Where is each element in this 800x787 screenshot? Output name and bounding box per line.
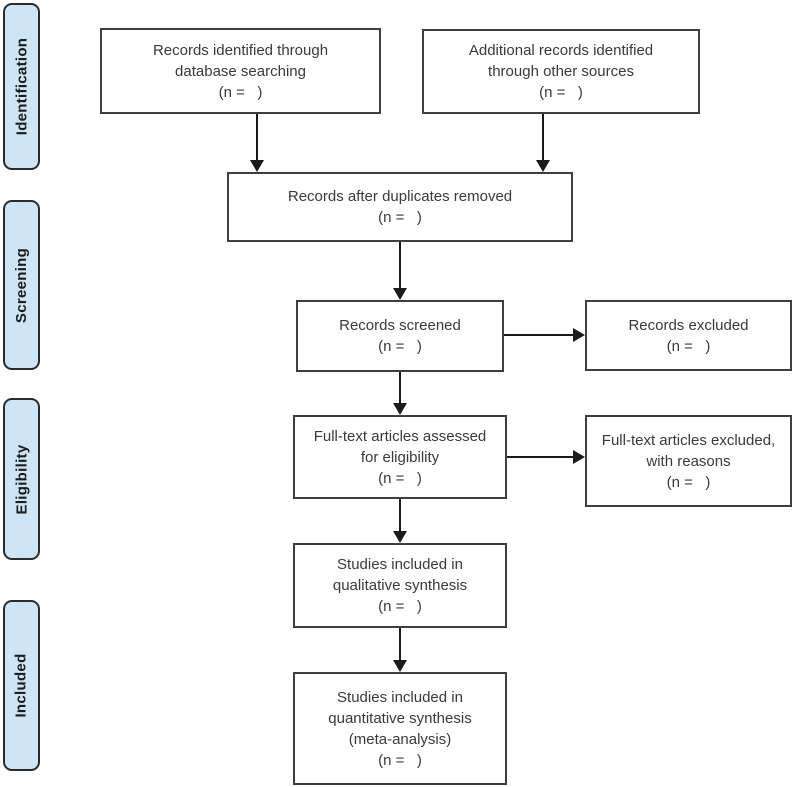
box-text-line: Full-text articles excluded, — [601, 431, 776, 449]
arrow-line-fulltext-to-qualitative — [399, 499, 401, 532]
box-count: (n = ) — [666, 337, 711, 355]
arrow-line-screened-to-excluded — [504, 334, 574, 336]
arrow-head-db-to-duplicates — [250, 160, 264, 172]
box-count: (n = ) — [666, 473, 711, 491]
box-qualitative-synthesis: Studies included in qualitative synthesi… — [293, 543, 507, 628]
stage-included: Included — [3, 600, 40, 771]
box-count: (n = ) — [539, 84, 583, 101]
box-text-line: Records identified through — [152, 41, 329, 59]
box-text-line: (meta-analysis) — [348, 730, 452, 748]
arrow-head-fulltext-to-ftexcluded — [573, 450, 585, 464]
box-quantitative-synthesis: Studies included in quantitative synthes… — [293, 672, 507, 785]
box-additional-records-other-sources: Additional records identified through ot… — [422, 29, 700, 114]
box-records-screened: Records screened (n = ) — [296, 300, 504, 372]
box-count: (n = ) — [218, 83, 263, 101]
box-text-line: with reasons — [646, 452, 731, 470]
stage-included-label: Included — [13, 653, 31, 718]
box-text-line: for eligibility — [360, 448, 440, 466]
arrow-head-screened-to-fulltext — [393, 403, 407, 415]
box-text-line: Records screened — [339, 317, 461, 334]
box-count: (n = ) — [378, 751, 422, 769]
box-records-identified-database: Records identified through database sear… — [100, 28, 381, 114]
arrow-line-db-to-duplicates — [256, 114, 258, 161]
box-text-line: Full-text articles assessed — [313, 427, 487, 445]
box-text-line: Studies included in — [337, 556, 463, 573]
stage-eligibility: Eligibility — [3, 398, 40, 560]
box-text-line: qualitative synthesis — [332, 577, 468, 594]
box-fulltext-excluded: Full-text articles excluded, with reason… — [585, 415, 792, 507]
arrow-head-screened-to-excluded — [573, 328, 585, 342]
arrow-head-fulltext-to-qualitative — [393, 531, 407, 543]
box-text-line: quantitative synthesis — [328, 709, 472, 727]
stage-screening: Screening — [3, 200, 40, 370]
stage-identification-label: Identification — [13, 37, 31, 136]
box-text-line: Records excluded — [628, 316, 749, 334]
box-records-excluded: Records excluded (n = ) — [585, 300, 792, 371]
stage-eligibility-label: Eligibility — [13, 444, 31, 514]
arrow-line-qualitative-to-quantitative — [399, 628, 401, 661]
arrow-line-other-to-duplicates — [542, 114, 544, 161]
arrow-line-fulltext-to-ftexcluded — [507, 456, 574, 458]
stage-identification: Identification — [3, 3, 40, 170]
arrow-line-duplicates-to-screened — [399, 242, 401, 289]
box-text-line: Records after duplicates removed — [287, 188, 513, 205]
box-count: (n = ) — [378, 469, 422, 487]
arrow-head-qualitative-to-quantitative — [393, 660, 407, 672]
box-text-line: through other sources — [488, 63, 634, 80]
stage-screening-label: Screening — [13, 247, 31, 323]
box-text-line: Additional records identified — [468, 42, 654, 59]
arrow-head-duplicates-to-screened — [393, 288, 407, 300]
arrow-head-other-to-duplicates — [536, 160, 550, 172]
box-text-line: database searching — [175, 62, 306, 80]
box-count: (n = ) — [378, 338, 422, 355]
box-fulltext-assessed: Full-text articles assessed for eligibil… — [293, 415, 507, 499]
box-count: (n = ) — [378, 598, 422, 615]
box-records-after-duplicates-removed: Records after duplicates removed (n = ) — [227, 172, 573, 242]
arrow-line-screened-to-fulltext — [399, 372, 401, 404]
box-count: (n = ) — [378, 209, 422, 226]
box-text-line: Studies included in — [337, 688, 463, 706]
